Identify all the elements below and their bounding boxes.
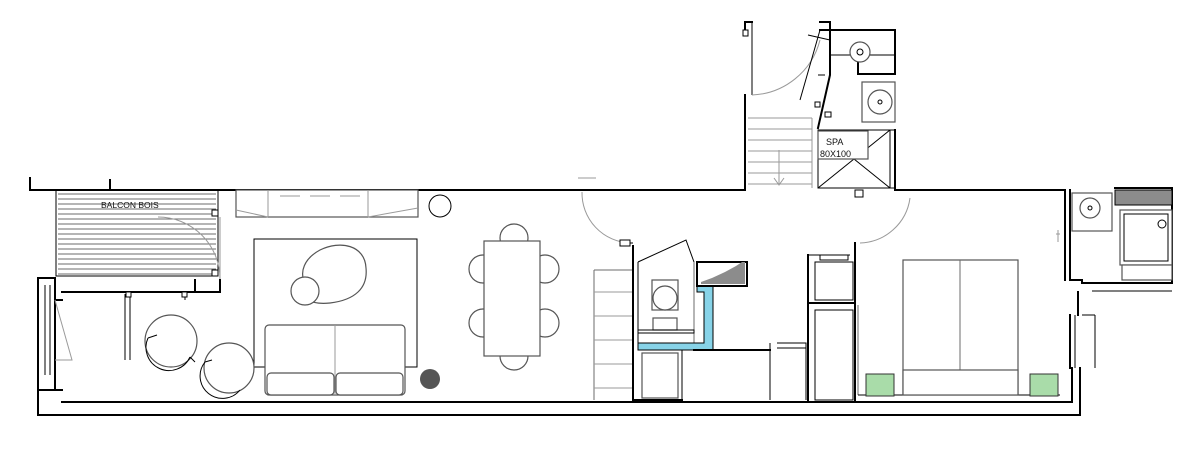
entrance-hall <box>578 22 911 247</box>
armchair <box>144 314 198 372</box>
balcony-label: BALCON BOIS <box>101 200 159 210</box>
wooden-balcony: BALCON BOIS <box>54 180 221 361</box>
dining-table <box>468 223 560 371</box>
bedroom <box>807 230 1060 401</box>
spa-label: SPA <box>826 137 843 147</box>
sofa <box>264 324 406 396</box>
side-table <box>290 276 320 306</box>
armchair <box>199 342 255 399</box>
shower-tray <box>637 283 714 351</box>
nightstand <box>865 373 895 397</box>
nightstand <box>1029 373 1059 397</box>
living-area <box>144 189 560 399</box>
ensuite-bathroom <box>1071 189 1173 281</box>
spa-size-label: 80X100 <box>820 149 851 159</box>
wc-block <box>593 239 807 401</box>
bathroom-spa: SPA 80X100 <box>816 41 896 189</box>
